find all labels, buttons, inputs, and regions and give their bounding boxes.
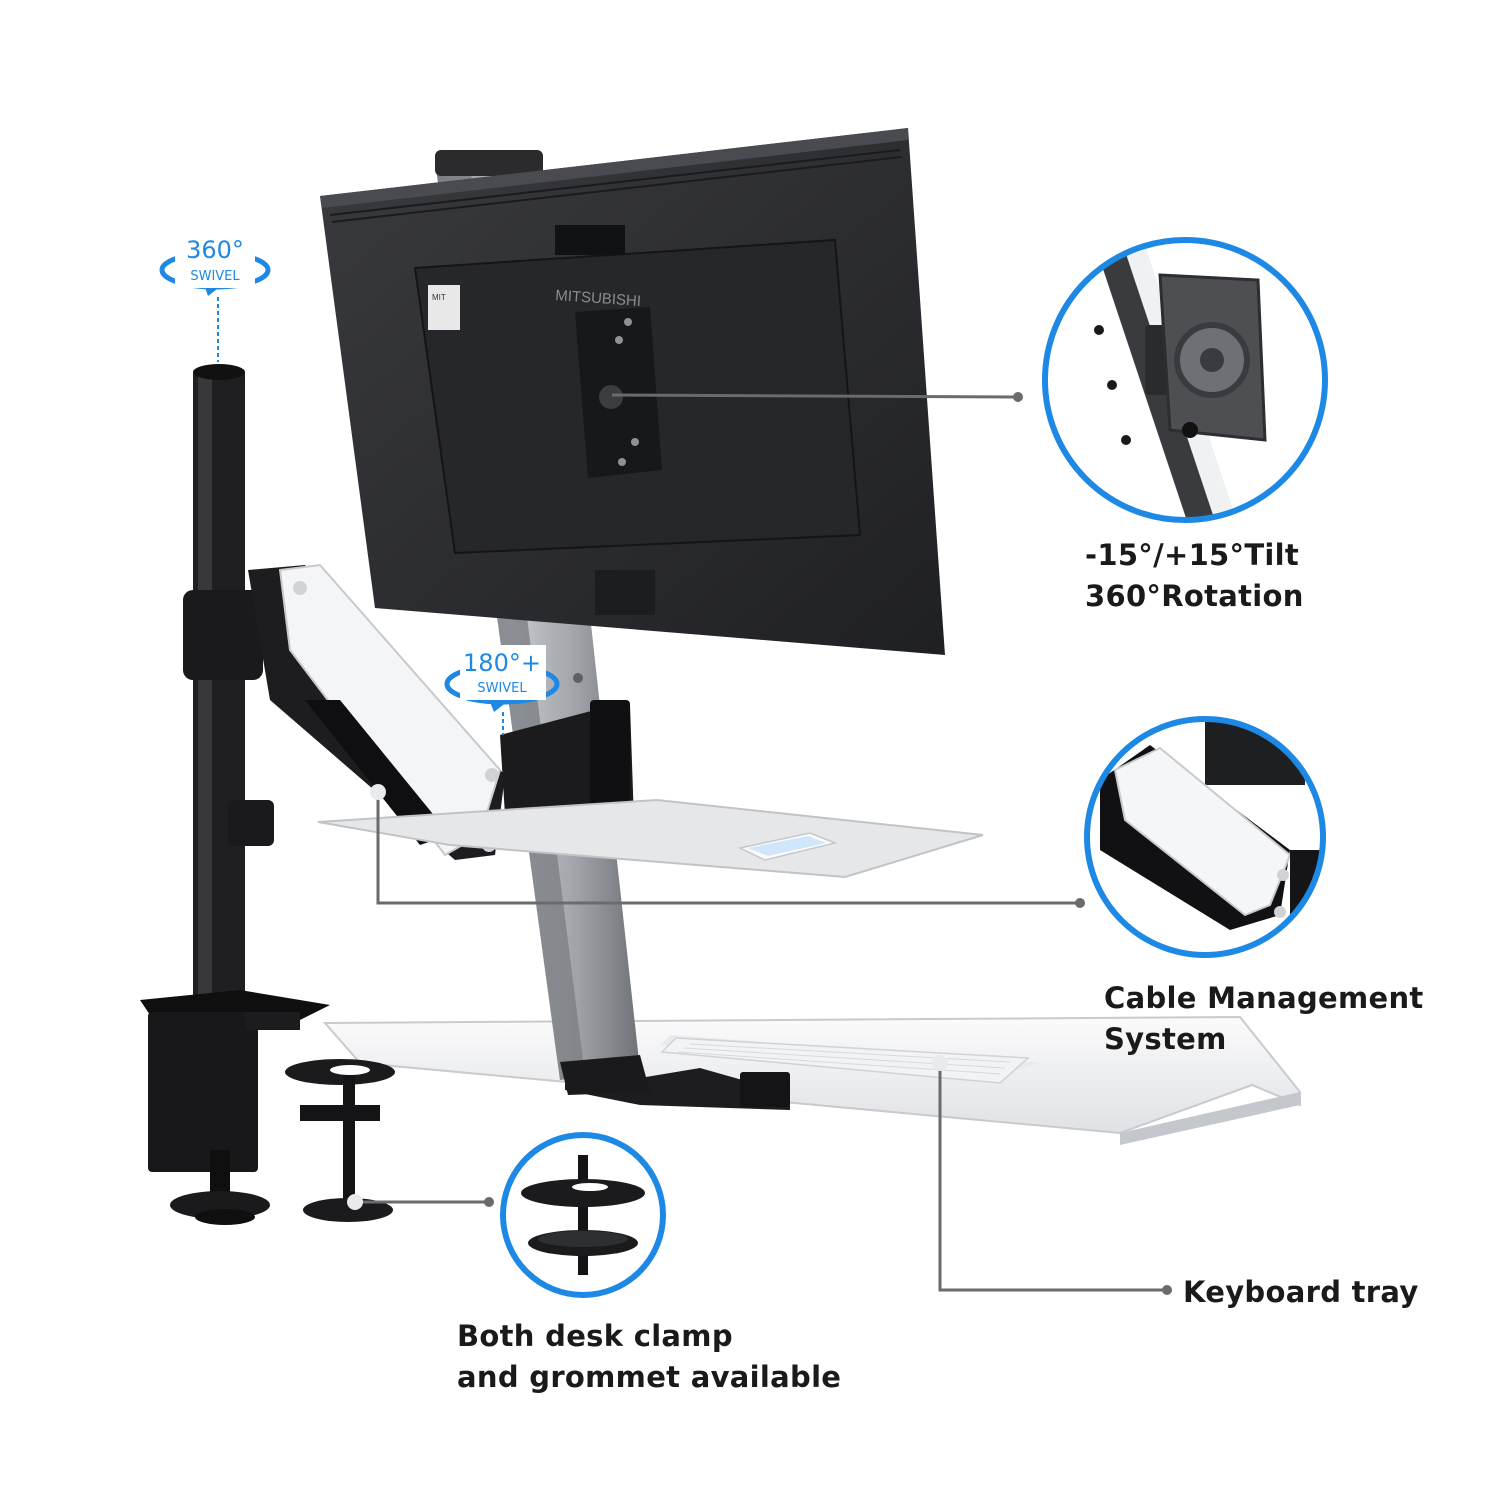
monitor-sticker: MIT <box>432 293 446 302</box>
detail-circle-grommet <box>500 1132 666 1298</box>
swivel-360-degree: 360° <box>186 236 244 264</box>
desk-clamp <box>140 990 330 1225</box>
detail-circle-tilt <box>1042 237 1328 523</box>
leader-keyboard-dot <box>1162 1285 1172 1295</box>
leader-lines <box>355 393 1165 1292</box>
mount-pole <box>183 364 274 1012</box>
leader-clamp-dot <box>484 1197 494 1207</box>
anchor-keyboard-dot <box>932 1055 948 1071</box>
callout-tilt: -15°/+15°Tilt 360°Rotation <box>1085 535 1304 617</box>
monitor-brand: MITSUBISHI <box>555 287 642 310</box>
callout-clamp: Both desk clamp and grommet available <box>457 1316 841 1398</box>
swivel-180-degree: 180°+ <box>463 649 541 677</box>
swivel-180-word: SWIVEL <box>477 681 527 696</box>
keyboard <box>660 1037 1030 1084</box>
callout-cable-line2: System <box>1104 1022 1227 1056</box>
callout-clamp-line1: Both desk clamp <box>457 1319 733 1353</box>
grommet-mount <box>285 1059 395 1222</box>
anchor-cable-dot <box>370 784 386 800</box>
anchor-clamp-dot <box>347 1194 363 1210</box>
leader-tilt-dot <box>1013 392 1023 402</box>
gas-spring-arm <box>248 563 505 860</box>
callout-tilt-line2: 360°Rotation <box>1085 579 1304 613</box>
callout-cable: Cable Management System <box>1104 978 1424 1060</box>
leader-keyboard <box>938 1063 1165 1292</box>
leader-cable-dot <box>1075 898 1085 908</box>
phone <box>737 832 838 861</box>
callout-keyboard-line1: Keyboard tray <box>1183 1275 1419 1309</box>
callout-clamp-line2: and grommet available <box>457 1360 842 1394</box>
leader-tilt <box>611 393 1016 399</box>
swivel-360-word: SWIVEL <box>190 269 240 284</box>
callout-cable-line1: Cable Management <box>1104 981 1424 1015</box>
detail-circle-cable <box>1084 716 1326 958</box>
vesa-mount-plate <box>575 307 662 478</box>
swivel-360-indicator: 360° SWIVEL <box>159 232 271 362</box>
callout-keyboard: Keyboard tray <box>1183 1272 1419 1313</box>
callout-tilt-line1: -15°/+15°Tilt <box>1085 538 1300 572</box>
work-surface <box>317 798 984 879</box>
monitor: MIT MITSUBISHI <box>320 128 945 655</box>
leader-cable <box>376 790 1078 905</box>
swivel-180-indicator: 180°+ SWIVEL <box>444 645 560 735</box>
